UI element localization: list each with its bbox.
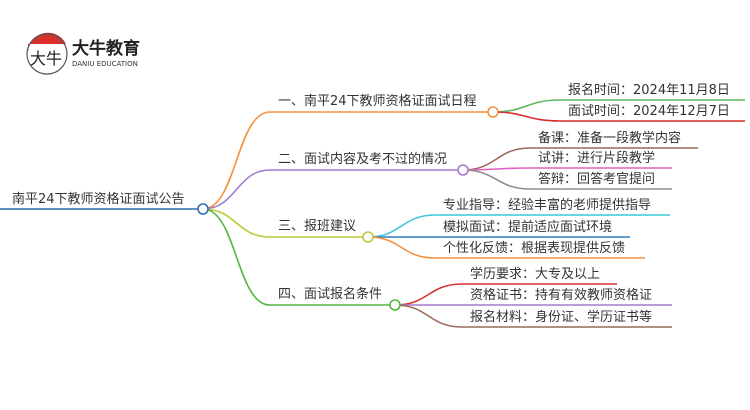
leaf-node[interactable]: 专业指导：经验丰富的老师提供指导 (443, 197, 651, 213)
leaf-node[interactable]: 报名材料：身份证、学历证书等 (470, 309, 652, 325)
leaf-node[interactable]: 报名时间：2024年11月8日 (568, 82, 730, 98)
leaf-connector (462, 169, 531, 190)
branch-connector (202, 111, 271, 210)
leaf-connector (492, 99, 561, 113)
branch-node[interactable]: 三、报班建议 (278, 219, 356, 234)
leaf-connector (367, 214, 436, 238)
branch-collapse-toggle[interactable] (389, 299, 401, 311)
leaf-connector (492, 111, 561, 122)
branch-collapse-toggle[interactable] (457, 164, 469, 176)
branch-collapse-toggle[interactable] (362, 231, 374, 243)
leaf-connector (462, 147, 531, 171)
leaf-node[interactable]: 个性化反馈：根据表现提供反馈 (443, 240, 625, 256)
leaf-node[interactable]: 学历要求：大专及以上 (470, 266, 600, 282)
logo-subtitle: DANIU EDUCATION (72, 60, 138, 68)
branch-node[interactable]: 四、面试报名条件 (278, 286, 382, 302)
leaf-node[interactable]: 试讲：进行片段教学 (538, 150, 655, 166)
branch-connector (202, 169, 271, 210)
branch-node[interactable]: 一、南平24下教师资格证面试日程 (278, 93, 477, 109)
leaf-node[interactable]: 模拟面试：提前适应面试环境 (443, 219, 612, 235)
leaf-connector (394, 283, 463, 306)
leaf-connector (367, 236, 436, 259)
logo-name: 大牛教育 (72, 38, 140, 59)
leaf-node[interactable]: 资格证书：持有有效教师资格证 (470, 287, 652, 303)
leaf-connector (394, 304, 463, 328)
logo-mark: 大牛 (30, 49, 62, 68)
leaf-node[interactable]: 备课：准备一段教学内容 (538, 130, 681, 146)
root-node[interactable]: 南平24下教师资格证面试公告 (12, 191, 185, 207)
logo: 大牛 大牛教育 DANIU EDUCATION (26, 32, 140, 75)
leaf-node[interactable]: 面试时间：2024年12月7日 (568, 104, 730, 119)
branch-connector (202, 208, 271, 238)
logo-arc (28, 32, 66, 52)
logo-circle (26, 33, 68, 75)
branch-node[interactable]: 二、面试内容及考不过的情况 (278, 151, 447, 167)
leaf-node[interactable]: 答辩：回答考官提问 (538, 171, 655, 187)
branch-connector (202, 208, 271, 306)
branch-collapse-toggle[interactable] (487, 106, 499, 118)
root-collapse-toggle[interactable] (197, 203, 209, 215)
